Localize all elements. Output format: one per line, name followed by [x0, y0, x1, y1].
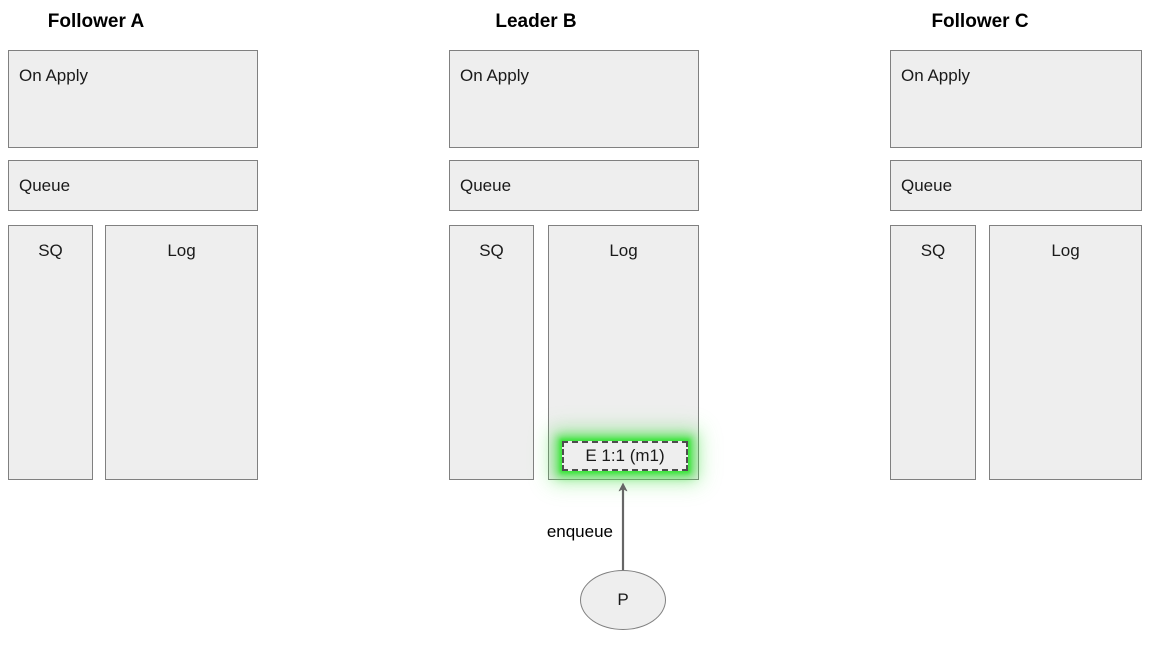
- on-apply-label: On Apply: [460, 66, 529, 85]
- log-box-leader-b[interactable]: Log: [548, 225, 699, 480]
- queue-label: Queue: [901, 176, 953, 195]
- log-entry-highlighted[interactable]: E 1:1 (m1): [562, 441, 688, 471]
- log-label: Log: [167, 241, 196, 260]
- queue-label: Queue: [460, 176, 512, 195]
- log-box-follower-c[interactable]: Log: [989, 225, 1142, 480]
- on-apply-box-follower-a[interactable]: On Apply: [8, 50, 258, 148]
- sq-box-leader-b[interactable]: SQ: [449, 225, 534, 480]
- actor-producer[interactable]: P: [580, 570, 666, 630]
- log-label: Log: [1051, 241, 1080, 260]
- on-apply-label: On Apply: [901, 66, 970, 85]
- queue-box-follower-a[interactable]: Queue: [8, 160, 258, 211]
- sq-label: SQ: [38, 241, 63, 260]
- node-title-follower-a: Follower A: [47, 11, 145, 32]
- log-box-follower-a[interactable]: Log: [105, 225, 258, 480]
- on-apply-label: On Apply: [19, 66, 88, 85]
- edge-label-enqueue: enqueue: [546, 522, 613, 541]
- sq-box-follower-a[interactable]: SQ: [8, 225, 93, 480]
- on-apply-box-follower-c[interactable]: On Apply: [890, 50, 1142, 148]
- sq-box-follower-c[interactable]: SQ: [890, 225, 976, 480]
- node-title-leader-b: Leader B: [495, 11, 577, 32]
- queue-box-leader-b[interactable]: Queue: [449, 160, 699, 211]
- log-label: Log: [609, 241, 638, 260]
- sq-label: SQ: [920, 241, 946, 260]
- queue-box-follower-c[interactable]: Queue: [890, 160, 1142, 211]
- sq-label: SQ: [479, 241, 504, 260]
- queue-label: Queue: [19, 176, 71, 195]
- on-apply-box-leader-b[interactable]: On Apply: [449, 50, 699, 148]
- node-title-follower-c: Follower C: [931, 11, 1029, 32]
